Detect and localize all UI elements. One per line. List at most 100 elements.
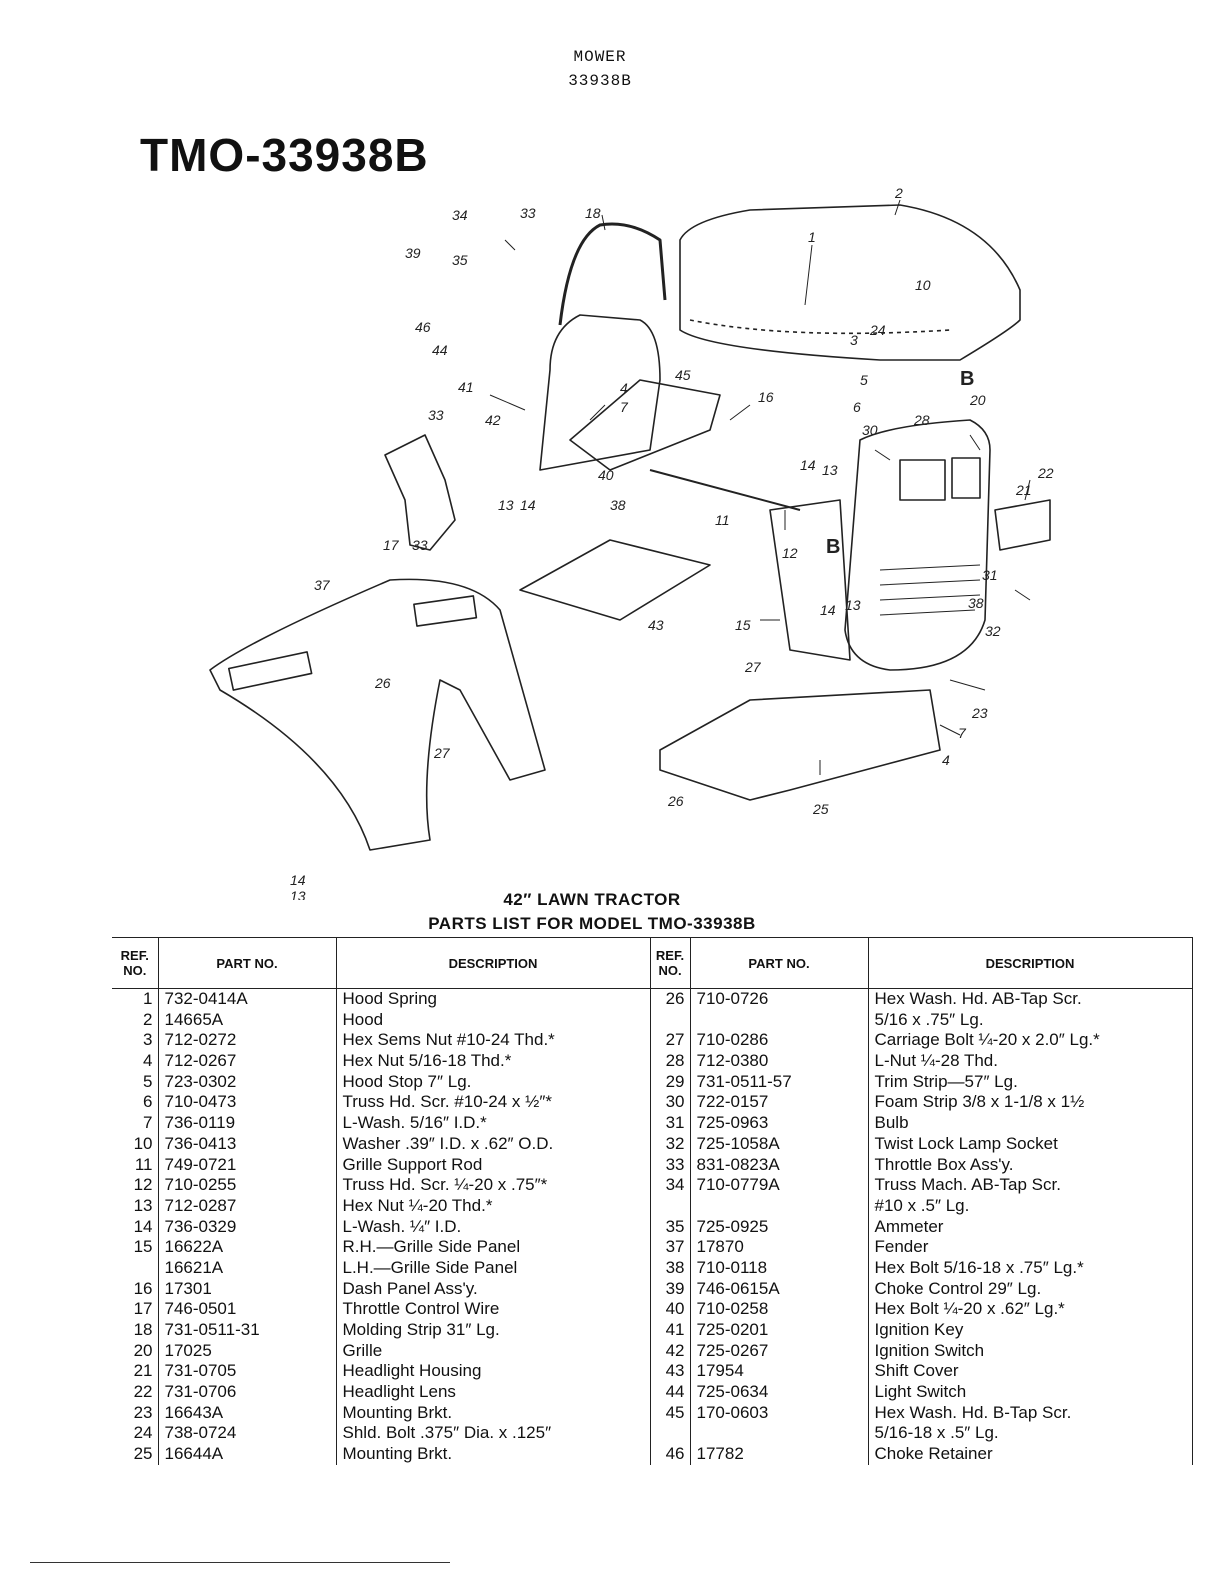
left-part-cell: 731-0706 bbox=[158, 1382, 337, 1403]
left-desc-cell: Hex Nut 5/16-18 Thd.* bbox=[336, 1051, 651, 1072]
svg-text:13: 13 bbox=[822, 462, 838, 478]
svg-text:2: 2 bbox=[894, 185, 903, 201]
right-desc-cell: Hex Wash. Hd. B-Tap Scr. bbox=[868, 1402, 1193, 1424]
svg-text:41: 41 bbox=[458, 379, 474, 395]
left-ref-cell: 23 bbox=[112, 1402, 159, 1424]
col-header-desc-left: DESCRIPTION bbox=[336, 937, 651, 989]
right-ref-cell bbox=[650, 1423, 691, 1445]
svg-text:31: 31 bbox=[982, 567, 998, 583]
left-ref-cell: 22 bbox=[112, 1382, 159, 1403]
svg-text:5: 5 bbox=[860, 372, 868, 388]
left-desc-cell: Hex Nut ¼-20 Thd.* bbox=[336, 1195, 651, 1217]
svg-text:B: B bbox=[960, 368, 974, 390]
right-ref-cell: 37 bbox=[650, 1237, 691, 1258]
left-ref-cell: 16 bbox=[112, 1278, 159, 1300]
right-part-cell: 17782 bbox=[690, 1444, 869, 1465]
right-desc-cell: Truss Mach. AB-Tap Scr. bbox=[868, 1175, 1193, 1196]
fender-panel-left bbox=[227, 651, 313, 691]
right-ref-cell bbox=[650, 1009, 691, 1031]
right-ref-cell: 31 bbox=[650, 1113, 691, 1134]
right-desc-cell: 5/16 x .75″ Lg. bbox=[868, 1009, 1193, 1031]
left-part-cell: 749-0721 bbox=[158, 1154, 337, 1176]
right-desc-cell: 5/16-18 x .5″ Lg. bbox=[868, 1423, 1193, 1445]
left-ref-cell bbox=[112, 1257, 159, 1279]
svg-text:14: 14 bbox=[820, 602, 836, 618]
left-ref-cell: 21 bbox=[112, 1361, 159, 1383]
right-ref-cell bbox=[650, 1195, 691, 1217]
right-desc-cell: Hex Bolt ¼-20 x .62″ Lg.* bbox=[868, 1299, 1193, 1320]
left-ref-cell: 12 bbox=[112, 1175, 159, 1196]
right-ref-cell: 26 bbox=[650, 988, 691, 1010]
right-desc-cell: #10 x .5″ Lg. bbox=[868, 1195, 1193, 1217]
svg-text:12: 12 bbox=[782, 545, 798, 561]
svg-text:15: 15 bbox=[735, 617, 751, 633]
grille-support-rod bbox=[649, 469, 801, 511]
right-part-cell: 725-1058A bbox=[690, 1133, 869, 1155]
right-part-cell: 17870 bbox=[690, 1237, 869, 1258]
col-header-part-left: PART NO. bbox=[158, 937, 337, 989]
left-ref-cell: 15 bbox=[112, 1237, 159, 1258]
right-desc-cell: Throttle Box Ass'y. bbox=[868, 1154, 1193, 1176]
right-part-cell: 710-0118 bbox=[690, 1257, 869, 1279]
left-desc-cell: Truss Hd. Scr. ¼-20 x .75″* bbox=[336, 1175, 651, 1196]
svg-text:16: 16 bbox=[758, 389, 774, 405]
svg-text:13: 13 bbox=[290, 888, 306, 900]
left-part-cell: 736-0413 bbox=[158, 1133, 337, 1155]
svg-text:14: 14 bbox=[800, 457, 816, 473]
fender bbox=[209, 578, 546, 851]
right-ref-cell: 44 bbox=[650, 1382, 691, 1403]
right-desc-cell: Choke Control 29″ Lg. bbox=[868, 1278, 1193, 1300]
grille-side-panel bbox=[769, 499, 851, 661]
right-part-cell: 712-0380 bbox=[690, 1051, 869, 1072]
right-ref-cell: 46 bbox=[650, 1444, 691, 1465]
left-part-cell: 731-0705 bbox=[158, 1361, 337, 1383]
svg-text:34: 34 bbox=[452, 207, 468, 223]
svg-text:4: 4 bbox=[942, 752, 950, 768]
left-part-cell: 731-0511-31 bbox=[158, 1320, 337, 1341]
right-ref-cell: 38 bbox=[650, 1257, 691, 1279]
grille bbox=[844, 419, 991, 671]
svg-text:6: 6 bbox=[853, 399, 861, 415]
left-desc-cell: Throttle Control Wire bbox=[336, 1299, 651, 1320]
right-part-cell: 725-0925 bbox=[690, 1216, 869, 1238]
right-desc-cell: Fender bbox=[868, 1237, 1193, 1258]
svg-text:22: 22 bbox=[1037, 465, 1054, 481]
svg-text:35: 35 bbox=[452, 252, 468, 268]
headlight bbox=[994, 499, 1051, 551]
left-desc-cell: Mounting Brkt. bbox=[336, 1444, 651, 1465]
right-desc-cell: Ignition Key bbox=[868, 1320, 1193, 1341]
left-desc-cell: Hex Sems Nut #10-24 Thd.* bbox=[336, 1030, 651, 1052]
svg-text:42: 42 bbox=[485, 412, 501, 428]
svg-text:1: 1 bbox=[808, 229, 816, 245]
right-desc-cell: Carriage Bolt ¼-20 x 2.0″ Lg.* bbox=[868, 1030, 1193, 1052]
svg-text:10: 10 bbox=[915, 277, 931, 293]
left-ref-cell: 4 bbox=[112, 1051, 159, 1072]
left-ref-cell: 1 bbox=[112, 988, 159, 1010]
left-ref-cell: 5 bbox=[112, 1071, 159, 1093]
model-title: TMO-33938B bbox=[140, 129, 429, 181]
right-ref-cell: 29 bbox=[650, 1071, 691, 1093]
svg-text:37: 37 bbox=[314, 577, 331, 593]
left-desc-cell: Molding Strip 31″ Lg. bbox=[336, 1320, 651, 1341]
left-desc-cell: Truss Hd. Scr. #10-24 x ½″* bbox=[336, 1092, 651, 1114]
hood-outline bbox=[679, 204, 1021, 361]
right-part-cell: 725-0267 bbox=[690, 1340, 869, 1362]
right-desc-cell: Light Switch bbox=[868, 1382, 1193, 1403]
left-part-cell: 712-0287 bbox=[158, 1195, 337, 1217]
svg-text:33: 33 bbox=[428, 407, 444, 423]
right-desc-cell: Trim Strip—57″ Lg. bbox=[868, 1071, 1193, 1093]
